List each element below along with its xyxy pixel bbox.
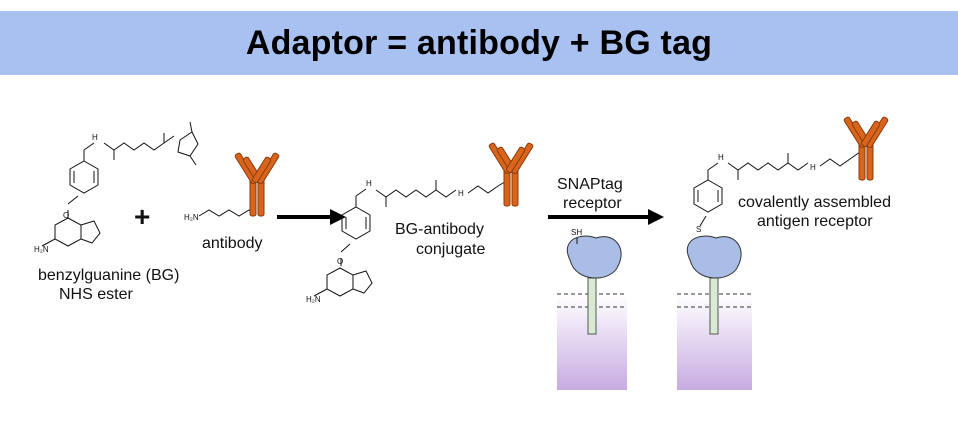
arrow-right-icon-2 bbox=[548, 209, 664, 225]
label-snap-line1: SNAPtag bbox=[557, 176, 623, 193]
label-assembled-line1: covalently assembled bbox=[738, 194, 891, 211]
snaptag-receptor-icon: SH bbox=[557, 228, 627, 390]
antibody-icon-3 bbox=[842, 115, 890, 181]
label-conj-line1: BG-antibody bbox=[395, 221, 484, 238]
atom-h2n-1: H₂N bbox=[34, 245, 49, 254]
label-assembled-line2: antigen receptor bbox=[757, 213, 873, 230]
atom-sh: SH bbox=[571, 228, 582, 237]
atom-s: S bbox=[696, 225, 701, 234]
atom-n-3: H bbox=[458, 189, 464, 198]
atom-o-2: O bbox=[337, 257, 343, 266]
arrow-right-icon-1 bbox=[277, 209, 346, 225]
bg-nhs-ester-structure: H₂N O H bbox=[34, 121, 199, 254]
label-conj-line2: conjugate bbox=[416, 241, 485, 258]
label-snap-line2: receptor bbox=[563, 195, 622, 212]
antibody-icon-2 bbox=[487, 141, 535, 207]
atom-h2n-3: H₂N bbox=[306, 295, 321, 304]
atom-n-5: H bbox=[810, 163, 816, 172]
assembled-receptor-icon: S H H bbox=[677, 115, 890, 390]
antibody-icon-1 bbox=[233, 151, 281, 217]
label-bg-line1: benzylguanine (BG) bbox=[38, 267, 179, 284]
bg-antibody-conjugate-structure: H₂N O H H bbox=[306, 141, 535, 304]
atom-n-2: H bbox=[366, 179, 372, 188]
atom-n-4: H bbox=[718, 153, 724, 162]
plus-sign: + bbox=[134, 201, 150, 232]
page-title: Adaptor = antibody + BG tag bbox=[245, 23, 713, 62]
atom-h2n-2: H₂N bbox=[184, 213, 199, 222]
title-banner: Adaptor = antibody + BG tag bbox=[0, 11, 958, 75]
atom-o-1: O bbox=[63, 211, 69, 220]
antibody-with-linker: H₂N bbox=[184, 151, 281, 222]
label-antibody: antibody bbox=[202, 235, 263, 252]
atom-n-1: H bbox=[92, 133, 98, 142]
label-bg-line2: NHS ester bbox=[59, 286, 133, 303]
